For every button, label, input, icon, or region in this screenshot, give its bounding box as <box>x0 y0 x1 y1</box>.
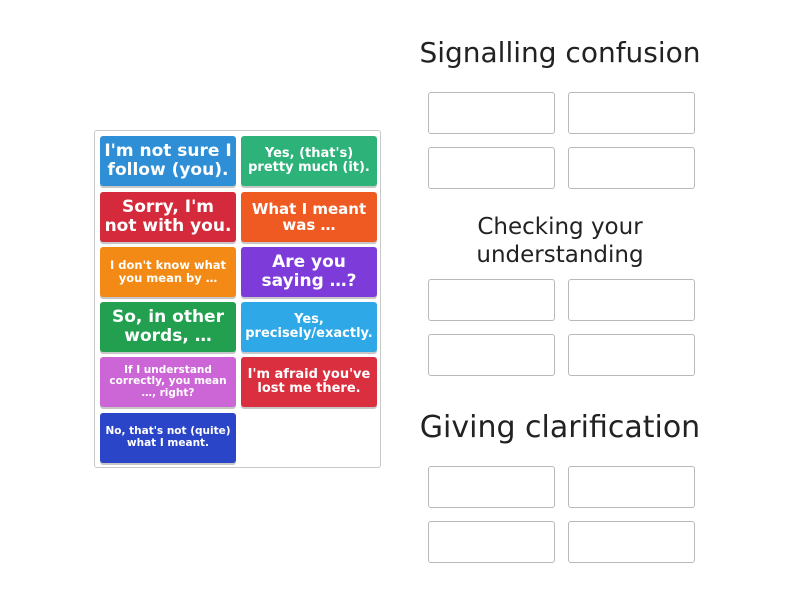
drop-slot[interactable] <box>428 92 555 134</box>
answer-tile[interactable]: Yes, precisely/exactly. <box>241 302 377 352</box>
answer-tile[interactable]: I'm afraid you've lost me there. <box>241 357 377 407</box>
answer-tile[interactable]: Are you saying …? <box>241 247 377 297</box>
answer-tile[interactable]: Yes, (that's) pretty much (it). <box>241 136 377 186</box>
answer-tile[interactable]: What I meant was … <box>241 192 377 242</box>
tile-label: If I understand correctly, you mean …, r… <box>109 363 227 399</box>
tile-label: Are you saying …? <box>261 252 357 291</box>
answer-pool: I'm not sure I follow (you). Yes, (that'… <box>94 130 381 468</box>
answer-tile[interactable]: No, that's not (quite) what I meant. <box>100 413 236 463</box>
drop-slot[interactable] <box>568 147 695 189</box>
drop-slot[interactable] <box>568 92 695 134</box>
drop-slot[interactable] <box>568 279 695 321</box>
answer-tile[interactable]: If I understand correctly, you mean …, r… <box>100 357 236 407</box>
tile-label: Yes, (that's) pretty much (it). <box>248 145 370 175</box>
answer-tile[interactable]: So, in other words, … <box>100 302 236 352</box>
group-title-giving-clarification: Giving clarification <box>419 410 701 445</box>
drop-slot[interactable] <box>428 279 555 321</box>
answer-tile[interactable]: Sorry, I'm not with you. <box>100 192 236 242</box>
drop-slot[interactable] <box>428 334 555 376</box>
tile-label: I don't know what you mean by … <box>109 258 227 285</box>
answer-tile[interactable]: I'm not sure I follow (you). <box>100 136 236 186</box>
drop-slot[interactable] <box>428 147 555 189</box>
tile-label: So, in other words, … <box>112 307 224 346</box>
group-title-signalling-confusion: Signalling confusion <box>419 36 701 69</box>
drop-slot[interactable] <box>428 521 555 563</box>
drop-slot[interactable] <box>568 521 695 563</box>
answer-tile[interactable]: I don't know what you mean by … <box>100 247 236 297</box>
group-title-checking-understanding: Checking your understanding <box>476 214 644 268</box>
tile-label: What I meant was … <box>251 199 367 234</box>
tile-label: No, that's not (quite) what I meant. <box>105 425 231 449</box>
drop-slot[interactable] <box>568 466 695 508</box>
drop-slot[interactable] <box>568 334 695 376</box>
tile-label: I'm not sure I follow (you). <box>104 141 232 180</box>
drop-slot[interactable] <box>428 466 555 508</box>
tile-label: Yes, precisely/exactly. <box>245 311 373 341</box>
tile-label: I'm afraid you've lost me there. <box>247 366 371 396</box>
tile-label: Sorry, I'm not with you. <box>104 197 232 236</box>
